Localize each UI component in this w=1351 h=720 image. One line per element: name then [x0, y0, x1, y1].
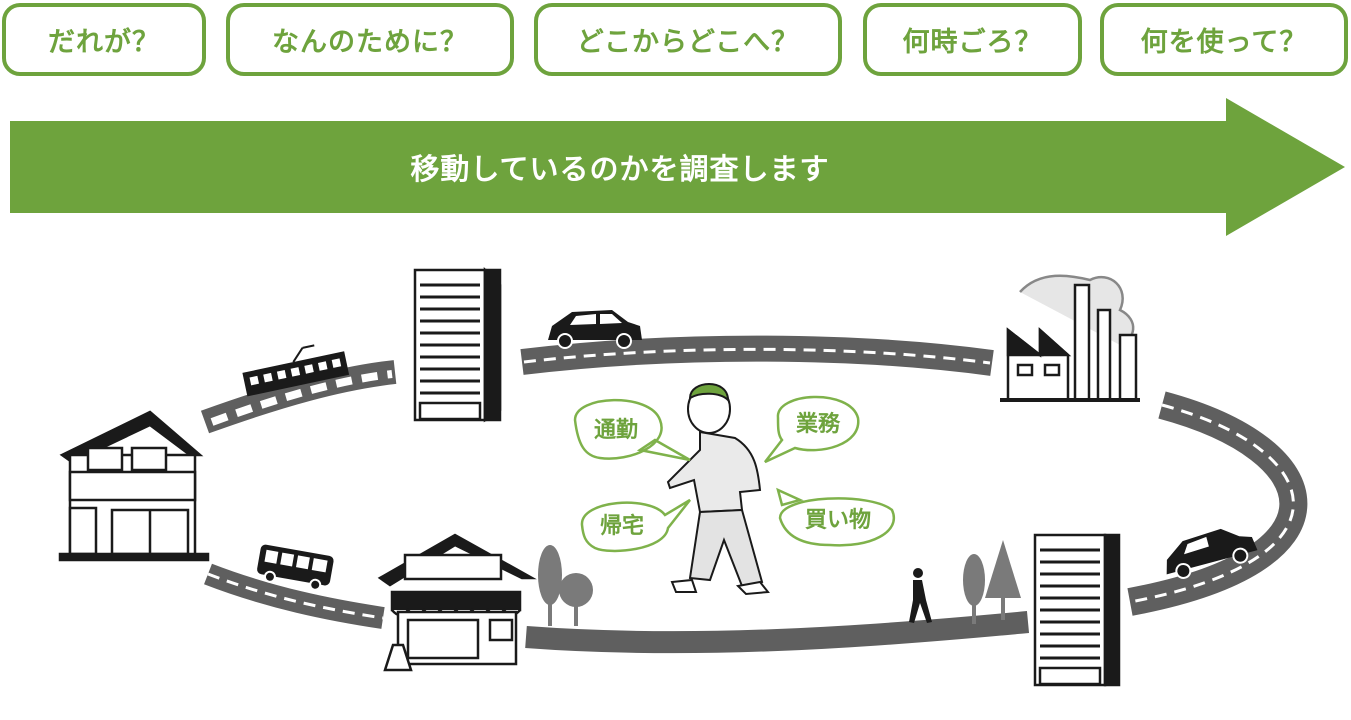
- question-row: だれが？ なんのために？ どこからどこへ？ 何時ごろ？ 何を使って？: [0, 0, 1351, 90]
- question-why: なんのために？: [226, 3, 514, 76]
- label-commute: 通勤: [594, 417, 638, 443]
- survey-banner-arrow: 移動しているのかを調査します: [10, 98, 1345, 236]
- walking-person-icon: [668, 384, 768, 594]
- office-building-icon: [1035, 535, 1119, 685]
- bubble-return-home: 帰宅: [582, 500, 690, 551]
- bubble-commute: 通勤: [575, 400, 690, 460]
- banner-text: 移動しているのかを調査します: [10, 98, 1230, 236]
- label-return-home: 帰宅: [600, 513, 644, 539]
- question-how: 何を使って？: [1100, 3, 1348, 76]
- house-icon: [60, 412, 208, 560]
- factory-icon: [1000, 276, 1140, 400]
- label-shopping: 買い物: [805, 507, 871, 533]
- road-bottom: [526, 622, 1028, 642]
- scene-svg: 通勤 業務 帰宅 買い物: [0, 240, 1351, 716]
- label-business: 業務: [796, 411, 841, 437]
- road-right-curve: [1130, 405, 1293, 602]
- pedestrian-icon: [909, 568, 932, 623]
- shop-icon: [380, 535, 532, 670]
- question-who: だれが？: [2, 3, 206, 76]
- office-building-icon: [415, 270, 500, 420]
- road-bottom-left: [208, 574, 383, 618]
- bubble-business: 業務: [765, 397, 858, 462]
- travel-scene: 通勤 業務 帰宅 買い物: [0, 240, 1351, 716]
- road-top: [522, 349, 992, 363]
- question-from-where-to-where: どこからどこへ？: [534, 3, 842, 76]
- tree-icon: [963, 540, 1021, 624]
- question-when: 何時ごろ？: [863, 3, 1082, 76]
- tree-icon: [538, 545, 593, 626]
- bubble-shopping: 買い物: [778, 490, 894, 545]
